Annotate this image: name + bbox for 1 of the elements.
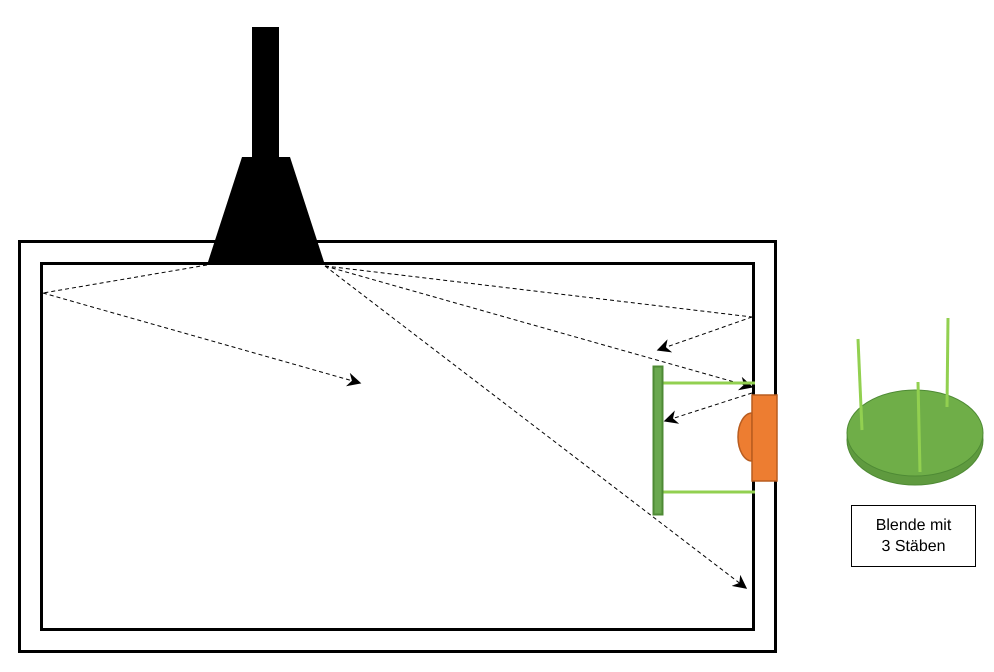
caption-box: Blende mit 3 Stäben — [851, 505, 976, 567]
